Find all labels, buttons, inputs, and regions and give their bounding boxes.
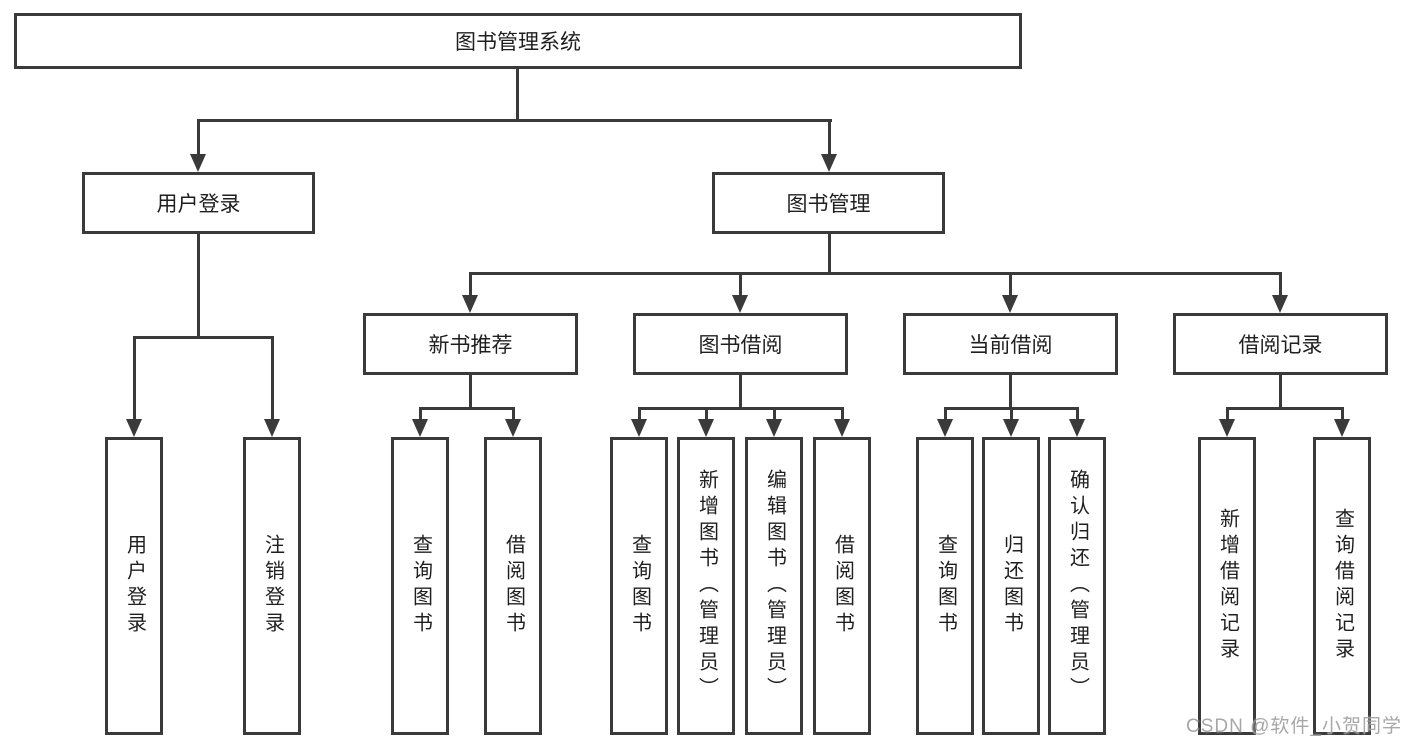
arrow-down-icon <box>1003 419 1019 437</box>
leaf-add-book-admin: 新增图书（管理员） <box>677 437 735 735</box>
connector-line <box>828 119 831 158</box>
arrow-down-icon <box>412 419 428 437</box>
connector-line <box>1226 407 1344 410</box>
leaf-label: 注销登录 <box>261 534 284 638</box>
node-user-login: 用户登录 <box>82 172 315 234</box>
connector-line <box>1226 407 1229 423</box>
arrow-down-icon <box>1272 295 1288 313</box>
connector-line <box>419 407 422 423</box>
node-root: 图书管理系统 <box>14 13 1022 69</box>
leaf-query-borrow-record: 查询借阅记录 <box>1313 437 1371 735</box>
arrow-down-icon <box>766 419 782 437</box>
arrow-down-icon <box>1069 419 1085 437</box>
connector-line <box>1279 373 1282 410</box>
leaf-query-books-current: 查询图书 <box>916 437 974 735</box>
arrow-down-icon <box>631 419 647 437</box>
node-label: 图书管理 <box>786 193 871 216</box>
connector-line <box>773 407 776 423</box>
leaf-label: 用户登录 <box>123 534 146 638</box>
connector-line <box>739 373 742 410</box>
arrow-down-icon <box>937 419 953 437</box>
connector-line <box>271 336 274 423</box>
connector-line <box>1010 407 1013 423</box>
connector-line <box>197 119 200 158</box>
node-book-borrow: 图书借阅 <box>633 313 848 375</box>
leaf-label: 查询图书 <box>409 534 432 638</box>
connector-line <box>638 407 641 423</box>
leaf-query-books-recommend: 查询图书 <box>391 437 449 735</box>
connector-line <box>1009 373 1012 410</box>
connector-line <box>133 336 274 339</box>
arrow-down-icon <box>1219 419 1235 437</box>
leaf-query-books-borrow: 查询图书 <box>610 437 668 735</box>
leaf-borrow-books-recommend: 借阅图书 <box>484 437 542 735</box>
connector-line <box>739 272 742 299</box>
arrow-down-icon <box>732 295 748 313</box>
connector-line <box>944 407 947 423</box>
node-book-management: 图书管理 <box>712 172 945 234</box>
arrow-down-icon <box>1002 295 1018 313</box>
node-root-label: 图书管理系统 <box>455 31 581 54</box>
leaf-label: 新增图书（管理员） <box>695 469 718 703</box>
arrow-down-icon <box>698 419 714 437</box>
connector-line <box>469 272 472 299</box>
watermark-text: CSDN @软件_小贺同学 <box>1186 716 1402 737</box>
connector-line <box>1279 272 1282 299</box>
connector-line <box>469 272 1282 275</box>
node-label: 借阅记录 <box>1238 334 1323 357</box>
leaf-label: 查询借阅记录 <box>1331 508 1354 664</box>
leaf-label: 借阅图书 <box>831 534 854 638</box>
connector-line <box>1341 407 1344 423</box>
arrow-down-icon <box>126 419 142 437</box>
leaf-logout: 注销登录 <box>243 437 301 735</box>
arrow-down-icon <box>264 419 280 437</box>
leaf-label: 借阅图书 <box>502 534 525 638</box>
arrow-down-icon <box>462 295 478 313</box>
node-new-book-recommend: 新书推荐 <box>363 313 578 375</box>
node-label: 当前借阅 <box>968 334 1053 357</box>
connector-line <box>828 233 831 275</box>
connector-line <box>1076 407 1079 423</box>
node-label: 新书推荐 <box>428 334 513 357</box>
node-label: 图书借阅 <box>698 334 783 357</box>
connector-line <box>197 119 832 122</box>
connector-line <box>469 373 472 410</box>
connector-line <box>133 336 136 423</box>
leaf-confirm-return-admin: 确认归还（管理员） <box>1048 437 1106 735</box>
leaf-user-login: 用户登录 <box>105 437 163 735</box>
node-label: 用户登录 <box>156 193 241 216</box>
arrow-down-icon <box>834 419 850 437</box>
connector-line <box>705 407 708 423</box>
arrow-down-icon <box>821 154 837 172</box>
connector-line <box>516 68 519 122</box>
leaf-return-book: 归还图书 <box>982 437 1040 735</box>
connector-line <box>638 407 844 410</box>
leaf-label: 查询图书 <box>628 534 651 638</box>
leaf-borrow-books: 借阅图书 <box>813 437 871 735</box>
arrow-down-icon <box>1334 419 1350 437</box>
connector-line <box>512 407 515 423</box>
leaf-label: 确认归还（管理员） <box>1066 469 1089 703</box>
leaf-label: 查询图书 <box>934 534 957 638</box>
connector-line <box>841 407 844 423</box>
leaf-label: 新增借阅记录 <box>1216 508 1239 664</box>
leaf-label: 归还图书 <box>1000 534 1023 638</box>
node-borrow-records: 借阅记录 <box>1173 313 1388 375</box>
arrow-down-icon <box>505 419 521 437</box>
connector-line <box>419 407 515 410</box>
leaf-add-borrow-record: 新增借阅记录 <box>1198 437 1256 735</box>
leaf-edit-book-admin: 编辑图书（管理员） <box>745 437 803 735</box>
connector-line <box>197 233 200 339</box>
connector-line <box>1009 272 1012 299</box>
node-current-borrow: 当前借阅 <box>903 313 1118 375</box>
leaf-label: 编辑图书（管理员） <box>763 469 786 703</box>
arrow-down-icon <box>190 154 206 172</box>
